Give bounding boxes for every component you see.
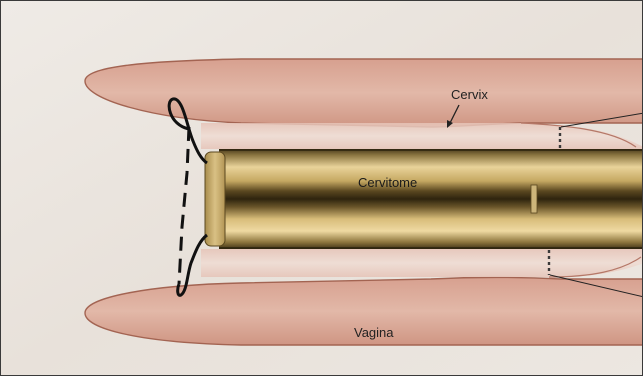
cervitome-shaft [219, 149, 643, 249]
cervitome-notch [531, 185, 537, 213]
canal-lining-lower [201, 249, 643, 277]
cervitome-instrument [205, 149, 643, 249]
cervitome-tip [205, 152, 225, 246]
label-cervix: Cervix [451, 88, 488, 101]
label-cervitome: Cervitome [358, 176, 417, 189]
label-vagina: Vagina [354, 326, 394, 339]
